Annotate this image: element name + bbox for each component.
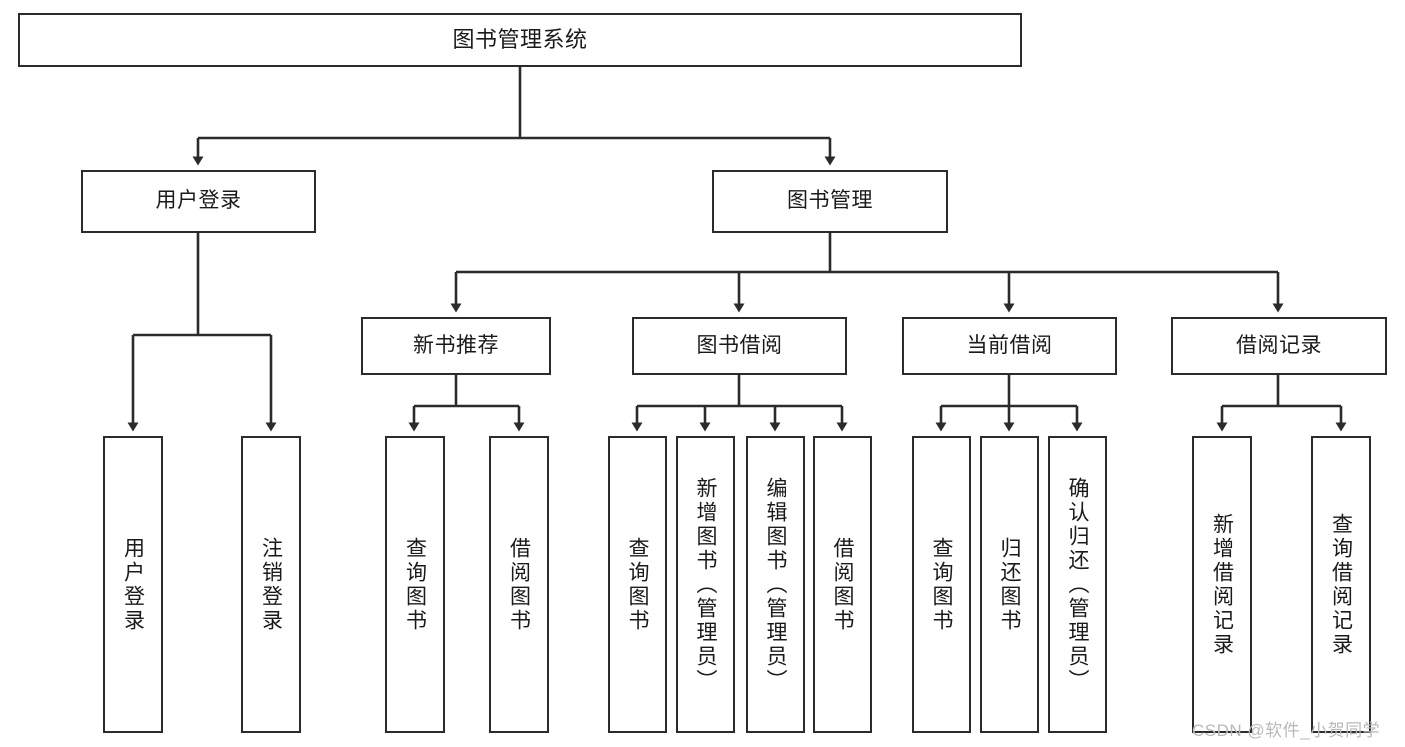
node-label: 查询图书 [930,536,953,633]
node-label: 借阅图书 [507,536,531,633]
node-label: 确认归还（管理员） [1066,476,1089,693]
node-label: 查询图书 [403,536,427,633]
leaf-query-book-current[interactable]: 查询图书 [912,436,971,733]
node-label: 查询图书 [626,536,649,633]
node-label: 借阅记录 [1236,333,1322,357]
node-book-management[interactable]: 图书管理 [712,170,948,233]
csdn-watermark: CSDN @软件_小贺同学 [1192,721,1381,740]
leaf-add-book-admin[interactable]: 新增图书（管理员） [676,436,735,733]
leaf-edit-book-admin[interactable]: 编辑图书（管理员） [746,436,805,733]
node-label: 归还图书 [998,536,1021,633]
node-label: 用户登录 [155,189,242,213]
node-label: 注销登录 [259,536,283,633]
leaf-query-borrow-record[interactable]: 查询借阅记录 [1311,436,1371,733]
node-current-borrow[interactable]: 当前借阅 [902,317,1117,375]
leaf-borrow-book-recommend[interactable]: 借阅图书 [489,436,549,733]
leaf-return-book[interactable]: 归还图书 [980,436,1039,733]
node-new-book-recommend[interactable]: 新书推荐 [361,317,551,375]
node-label: 新增借阅记录 [1210,512,1234,657]
leaf-query-book-recommend[interactable]: 查询图书 [385,436,445,733]
node-label: 新书推荐 [413,333,499,357]
node-label: 图书管理系统 [452,27,588,53]
node-label: 图书管理 [787,189,873,213]
leaf-confirm-return-admin[interactable]: 确认归还（管理员） [1048,436,1107,733]
node-user-login[interactable]: 用户登录 [81,170,316,233]
leaf-user-login[interactable]: 用户登录 [103,436,163,733]
node-root-system[interactable]: 图书管理系统 [18,13,1022,67]
node-label: 借阅图书 [831,536,854,633]
leaf-add-borrow-record[interactable]: 新增借阅记录 [1192,436,1252,733]
node-label: 新增图书（管理员） [694,476,717,693]
node-label: 查询借阅记录 [1329,512,1353,657]
node-label: 当前借阅 [966,333,1053,357]
leaf-borrow-book[interactable]: 借阅图书 [813,436,872,733]
node-borrow-record[interactable]: 借阅记录 [1171,317,1387,375]
leaf-query-book-borrow[interactable]: 查询图书 [608,436,667,733]
node-label: 用户登录 [121,536,145,633]
node-book-borrow[interactable]: 图书借阅 [632,317,847,375]
node-label: 编辑图书（管理员） [764,476,787,693]
node-label: 图书借阅 [696,333,783,357]
leaf-logout[interactable]: 注销登录 [241,436,301,733]
